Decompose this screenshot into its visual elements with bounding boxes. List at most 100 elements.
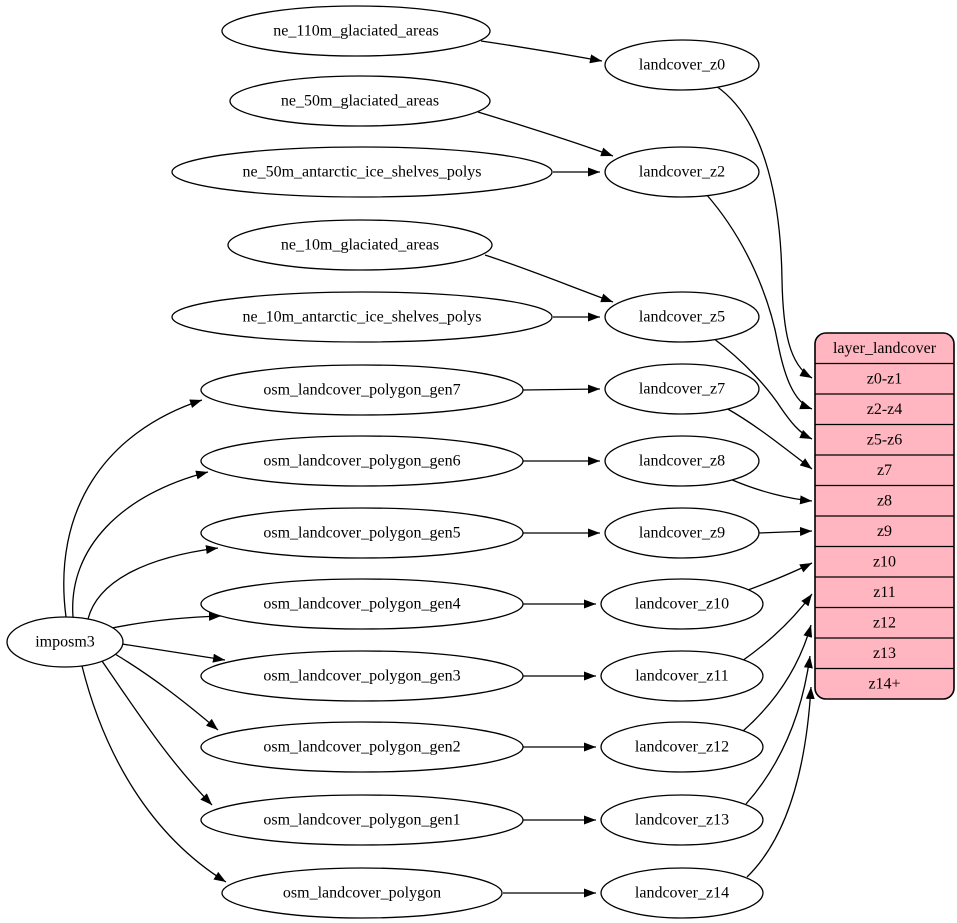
node-landcover_z12-shape [600,721,764,773]
node-landcover_z5: landcover_z5 [604,291,760,343]
node-landcover_z11-label: landcover_z11 [635,668,729,685]
node-landcover_z11: landcover_z11 [600,650,764,702]
node-landcover_z7-shape [604,363,760,415]
table-row-z2-z4: z2-z4 [867,401,903,418]
node-osm_landcover_polygon_gen5: osm_landcover_polygon_gen5 [200,507,524,559]
node-osm_landcover_polygon_gen6-shape [200,435,524,487]
table-title: layer_landcover [833,340,937,357]
node-landcover_z13-label: landcover_z13 [635,812,729,829]
edge-landcover_z10-to-row-z10 [747,562,813,591]
node-landcover_z0-shape [604,39,760,91]
edge-landcover_z5-to-row-z5-z6 [712,337,813,440]
node-landcover_z12: landcover_z12 [600,721,764,773]
node-ne_10m_antarctic_ice_shelves_polys: ne_10m_antarctic_ice_shelves_polys [171,291,553,343]
edge-ne_50m_glaciated_areas-to-landcover_z2 [477,111,614,157]
node-layer: imposm3 ne_110m_glaciated_areas ne_50m_g… [6,5,764,919]
edge-landcover_z7-to-row-z7 [725,407,813,470]
node-imposm3-shape [6,616,124,668]
node-osm_landcover_polygon_gen3: osm_landcover_polygon_gen3 [200,650,524,702]
node-ne_50m_glaciated_areas-label: ne_50m_glaciated_areas [281,93,439,110]
table-row-z14plus: z14+ [868,676,900,693]
table-row-z12: z12 [873,615,896,632]
table-row-z5-z6: z5-z6 [867,432,903,449]
node-landcover_z13-shape [600,794,764,846]
table-row-z13: z13 [873,645,896,662]
node-osm_landcover_polygon-label: osm_landcover_polygon [283,885,441,902]
node-imposm3: imposm3 [6,616,124,668]
node-osm_landcover_polygon_gen1-label: osm_landcover_polygon_gen1 [263,812,460,829]
table-layer_landcover: layer_landcover z0-z1 z2-z4 z5-z6 z7 z8 … [814,332,955,700]
edge-landcover_z11-to-row-z11 [741,593,813,662]
node-landcover_z9: landcover_z9 [604,507,760,559]
node-landcover_z12-label: landcover_z12 [635,739,729,756]
edge-imposm3-to-osm_landcover_polygon_gen5 [87,545,219,620]
node-osm_landcover_polygon-shape [221,867,503,919]
node-landcover_z9-label: landcover_z9 [639,525,725,542]
node-landcover_z8: landcover_z8 [604,435,760,487]
edge-imposm3-to-osm_landcover_polygon_gen1 [101,660,213,806]
node-osm_landcover_polygon_gen5-label: osm_landcover_polygon_gen5 [263,525,460,542]
edge-landcover_z9-to-row-z9 [758,526,813,536]
node-ne_50m_antarctic_ice_shelves_polys-label: ne_50m_antarctic_ice_shelves_polys [242,164,481,181]
node-osm_landcover_polygon_gen7-label: osm_landcover_polygon_gen7 [263,382,460,399]
edge-ne_10m_glaciated_areas-to-landcover_z5 [484,254,614,303]
node-osm_landcover_polygon_gen5-shape [200,507,524,559]
table-row-z9: z9 [877,523,892,540]
edge-imposm3-to-osm_landcover_polygon [81,665,227,883]
node-osm_landcover_polygon_gen6: osm_landcover_polygon_gen6 [200,435,524,487]
node-ne_10m_glaciated_areas-label: ne_10m_glaciated_areas [281,237,439,254]
node-landcover_z10-label: landcover_z10 [635,596,729,613]
node-landcover_z10: landcover_z10 [600,578,764,630]
node-osm_landcover_polygon_gen6-label: osm_landcover_polygon_gen6 [263,453,460,470]
node-ne_10m_glaciated_areas-shape [227,219,493,271]
node-landcover_z14: landcover_z14 [600,867,764,919]
table-row-z8: z8 [877,493,892,510]
edge-imposm3-to-osm_landcover_polygon_gen6 [72,470,209,618]
table-row-z0-z1: z0-z1 [867,371,903,388]
edge-imposm3-to-osm_landcover_polygon_gen4 [111,611,222,629]
edge-landcover_z2-to-row-z2-z4 [705,193,813,410]
node-landcover_z14-shape [600,867,764,919]
node-landcover_z9-shape [604,507,760,559]
node-ne_50m_antarctic_ice_shelves_polys: ne_50m_antarctic_ice_shelves_polys [171,146,553,198]
node-landcover_z11-shape [600,650,764,702]
node-landcover_z0: landcover_z0 [604,39,760,91]
node-ne_110m_glaciated_areas-shape [221,5,491,57]
node-landcover_z5-shape [604,291,760,343]
node-ne_50m_antarctic_ice_shelves_polys-shape [171,146,553,198]
node-osm_landcover_polygon_gen4: osm_landcover_polygon_gen4 [200,578,524,630]
node-osm_landcover_polygon_gen1-shape [200,794,524,846]
edge-landcover_z14-to-row-z14plus [746,686,815,878]
node-ne_10m_antarctic_ice_shelves_polys-label: ne_10m_antarctic_ice_shelves_polys [242,309,481,326]
node-osm_landcover_polygon_gen2: osm_landcover_polygon_gen2 [200,721,524,773]
node-landcover_z8-shape [604,435,760,487]
edge-landcover_z0-to-row-z0-z1 [715,85,813,379]
edge-imposm3-to-osm_landcover_polygon_gen2 [114,653,219,731]
node-ne_10m_antarctic_ice_shelves_polys-shape [171,291,553,343]
node-ne_110m_glaciated_areas-label: ne_110m_glaciated_areas [273,23,439,40]
node-landcover_z13: landcover_z13 [600,794,764,846]
node-osm_landcover_polygon_gen1: osm_landcover_polygon_gen1 [200,794,524,846]
node-ne_10m_glaciated_areas: ne_10m_glaciated_areas [227,219,493,271]
node-landcover_z2-label: landcover_z2 [639,164,725,181]
node-osm_landcover_polygon_gen2-label: osm_landcover_polygon_gen2 [263,739,460,756]
node-landcover_z2: landcover_z2 [604,146,760,198]
edge-ne_110m_glaciated_areas-to-landcover_z0 [480,40,603,64]
node-osm_landcover_polygon_gen3-label: osm_landcover_polygon_gen3 [263,668,460,685]
node-ne_50m_glaciated_areas: ne_50m_glaciated_areas [229,75,491,127]
node-landcover_z2-shape [604,146,760,198]
node-landcover_z10-shape [600,578,764,630]
node-ne_50m_glaciated_areas-shape [229,75,491,127]
node-landcover_z14-label: landcover_z14 [635,885,729,902]
edge-landcover_z13-to-row-z13 [745,655,813,805]
node-osm_landcover_polygon_gen4-label: osm_landcover_polygon_gen4 [263,596,460,613]
table-row-z11: z11 [873,584,896,601]
edge-landcover_z12-to-row-z12 [742,624,813,732]
node-imposm3-label: imposm3 [35,634,95,651]
node-landcover_z7: landcover_z7 [604,363,760,415]
table-row-z7: z7 [877,462,892,479]
edge-imposm3-to-osm_landcover_polygon_gen7 [63,399,203,618]
node-osm_landcover_polygon_gen7-shape [200,364,524,416]
